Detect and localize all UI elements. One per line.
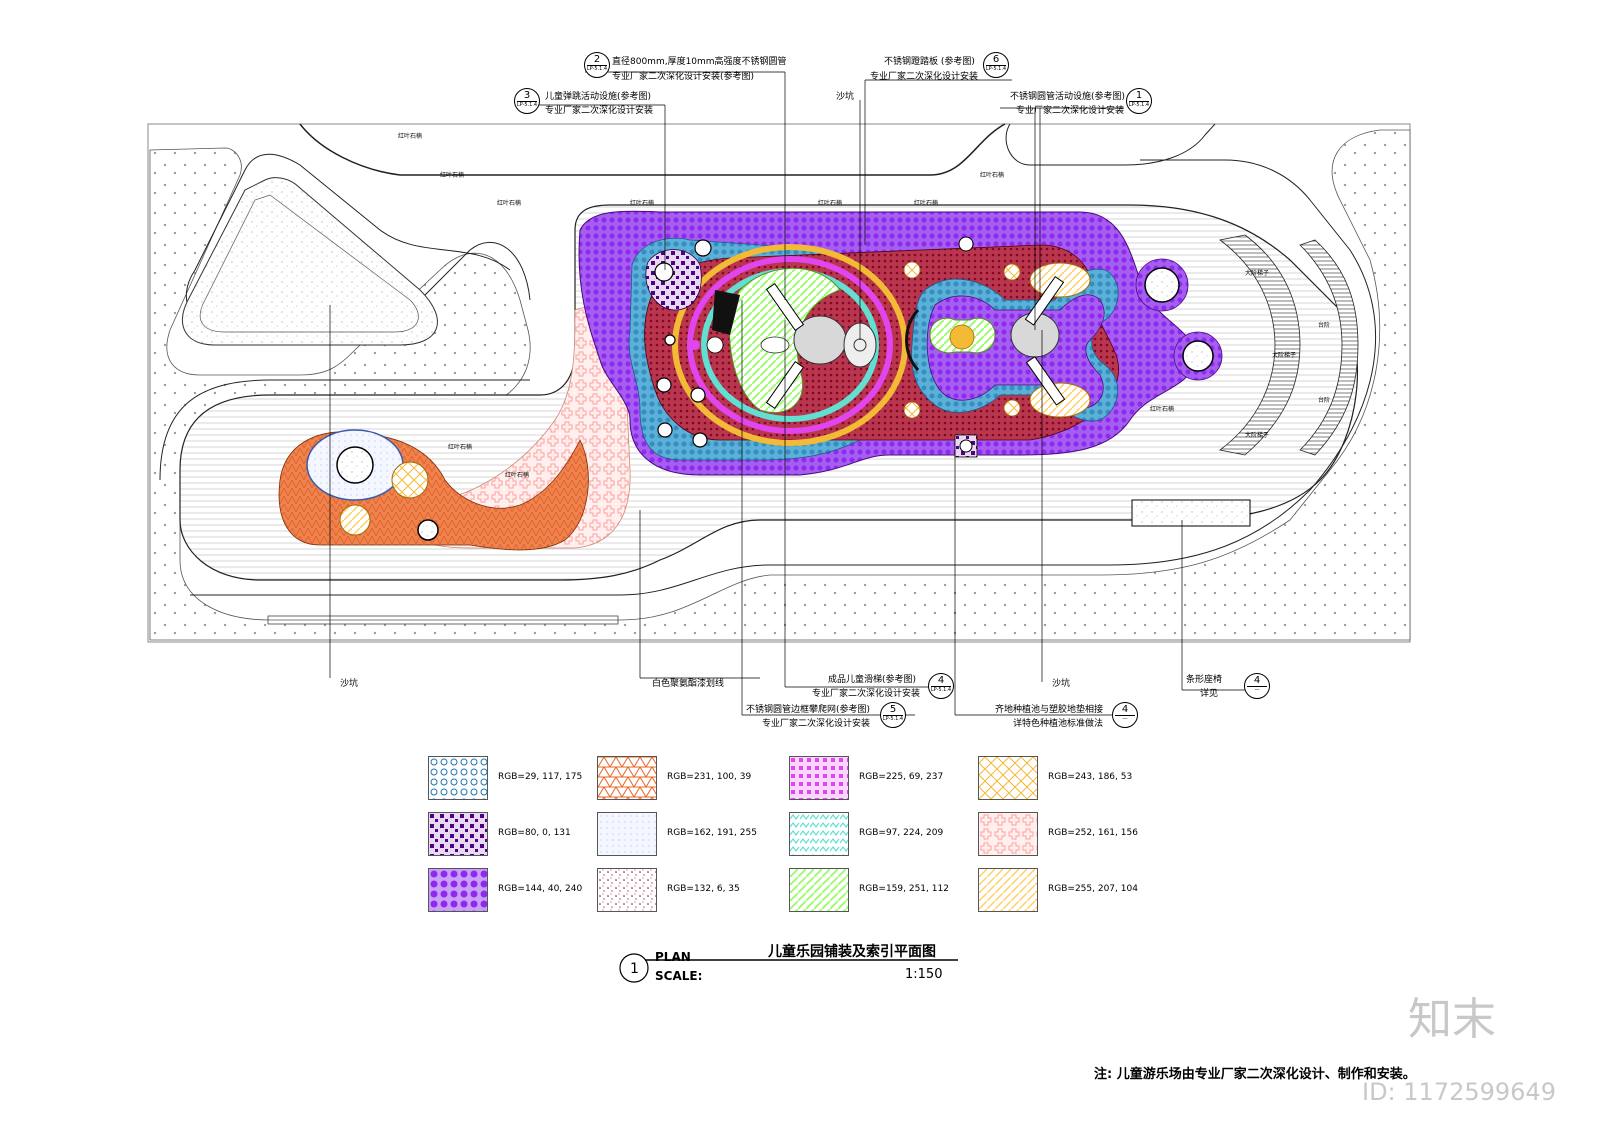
callout-bubble-5: 5 LP-5.1.4 — [880, 702, 906, 728]
legend-label: RGB=255, 207, 104 — [1048, 884, 1138, 894]
callout-bubble-3: 3 LP-5.1.4 — [514, 88, 540, 114]
callout-4b-line2: 详特色种植池标准做法 — [1013, 719, 1104, 729]
curb-line — [159, 159, 1376, 596]
legend-label: RGB=144, 40, 240 — [498, 884, 583, 894]
title-plan: PLAN — [655, 950, 691, 964]
legend-swatch — [978, 812, 1038, 856]
legend-label: RGB=132, 6, 35 — [667, 884, 740, 894]
tree-label-2: 红叶石楠 — [440, 172, 465, 179]
legend-swatch — [597, 756, 657, 800]
tree-label-8: 红叶石楠 — [1150, 406, 1175, 413]
step-label-2: 台阶 — [1318, 397, 1331, 404]
callout-4c-line2: 详见 — [1200, 689, 1219, 699]
sandpit-label-top: 沙坑 — [836, 92, 855, 102]
legend-swatch — [597, 868, 657, 912]
callout-6-line2: 专业厂家二次深化设计安装 — [870, 72, 979, 82]
legend-swatch — [789, 756, 849, 800]
title-scale-label: SCALE: — [655, 969, 703, 983]
callout-bubble-2: 2 LP-5.1.4 — [584, 52, 610, 78]
watermark-id: ID: 1172599649 — [1362, 1078, 1556, 1106]
bench — [1131, 499, 1251, 527]
legend-swatch — [978, 868, 1038, 912]
title-scale: 1:150 — [905, 967, 943, 982]
tree-label-3: 红叶石楠 — [497, 200, 522, 207]
callout-5-line2: 专业厂家二次深化设计安装 — [762, 719, 871, 729]
tree-label-6: 红叶石楠 — [914, 200, 939, 207]
callout-bubble-4b: 4 — — [1112, 702, 1138, 728]
callout-bubble-4a: 4 LP-5.1.4 — [928, 673, 954, 699]
legend-swatch — [789, 868, 849, 912]
planting-bed-left — [149, 129, 1411, 641]
legend-swatch — [428, 868, 488, 912]
callout-6-line1: 不锈钢蹬踏板 (参考图) — [884, 57, 975, 67]
legend-label: RGB=80, 0, 131 — [498, 828, 571, 838]
callout-4a-line1: 成品儿童滑梯(参考图) — [828, 675, 917, 685]
legend-label: RGB=97, 224, 209 — [859, 828, 944, 838]
orange-dots — [903, 261, 1021, 419]
tree-label-9: 红叶石楠 — [448, 444, 473, 451]
callout-3-line2: 专业厂家二次深化设计安装 — [545, 106, 654, 116]
legend-label: RGB=225, 69, 237 — [859, 772, 944, 782]
callout-2-line2: 专业厂家二次深化设计安装(参考图) — [612, 72, 755, 82]
sandpit-label-left: 沙坑 — [340, 679, 359, 689]
watermark-brand: 知末 — [1408, 994, 1496, 1045]
legend-label: RGB=243, 186, 53 — [1048, 772, 1133, 782]
general-note: 注: 儿童游乐场由专业厂家二次深化设计、制作和安装。 — [1094, 1067, 1416, 1082]
callout-1-line2: 专业厂家二次深化设计安装 — [1016, 106, 1125, 116]
title-name: 儿童乐园铺装及索引平面图 — [768, 944, 936, 960]
callout-bubble-4c: 4 — — [1244, 673, 1270, 699]
legend-swatch — [428, 812, 488, 856]
legend-label: RGB=252, 161, 156 — [1048, 828, 1138, 838]
legend-swatch — [978, 756, 1038, 800]
curb-line-right — [1005, 123, 1216, 166]
callout-4c-line1: 条形座椅 — [1186, 675, 1223, 685]
legend-label: RGB=159, 251, 112 — [859, 884, 949, 894]
black-fan — [712, 290, 740, 335]
step-label-1: 台阶 — [1318, 322, 1331, 329]
tree-label-10: 红叶石楠 — [505, 472, 530, 479]
title-number: 1 — [630, 961, 639, 977]
callout-5-line1: 不锈钢圆管边框攀爬网(参考图) — [746, 705, 871, 715]
leader-lines — [329, 71, 1264, 716]
callout-4b-line1: 齐地种植池与塑胶地垫相接 — [995, 705, 1104, 715]
callout-3-line1: 儿童弹跳活动设施(参考图) — [545, 92, 652, 102]
callout-bubble-6: 6 LP-5.1.4 — [983, 52, 1009, 78]
tree-label-5: 红叶石楠 — [818, 200, 843, 207]
slide-arm-1 — [765, 282, 805, 332]
callout-4a-line2: 专业厂家二次深化设计安装 — [812, 689, 921, 699]
legend-swatch — [597, 812, 657, 856]
stair-label-2: 大阶梯子 — [1272, 352, 1297, 359]
legend-label: RGB=29, 117, 175 — [498, 772, 583, 782]
legend-swatch — [789, 812, 849, 856]
callout-bubble-1: 1 LP-5.1.4 — [1126, 88, 1152, 114]
tree-label-4: 红叶石楠 — [630, 200, 655, 207]
stair-label-1: 大阶梯子 — [1245, 270, 1270, 277]
tree-label-1: 红叶石楠 — [398, 133, 423, 140]
legend-label: RGB=231, 100, 39 — [667, 772, 752, 782]
amphitheater — [1219, 234, 1301, 456]
callout-1-line1: 不锈钢圆管活动设施(参考图) — [1010, 92, 1126, 102]
sandpit-label-right: 沙坑 — [1052, 679, 1071, 689]
tree-label-7: 红叶石楠 — [980, 172, 1005, 179]
legend-swatch — [428, 756, 488, 800]
sandpit-triangle — [182, 177, 438, 346]
white-line-label: 白色聚氨酯漆划线 — [652, 679, 725, 689]
legend-label: RGB=162, 191, 255 — [667, 828, 757, 838]
callout-2-line1: 直径800mm,厚度10mm高强度不锈钢圆管 — [612, 57, 787, 67]
stair-label-3: 大阶梯子 — [1245, 432, 1270, 439]
